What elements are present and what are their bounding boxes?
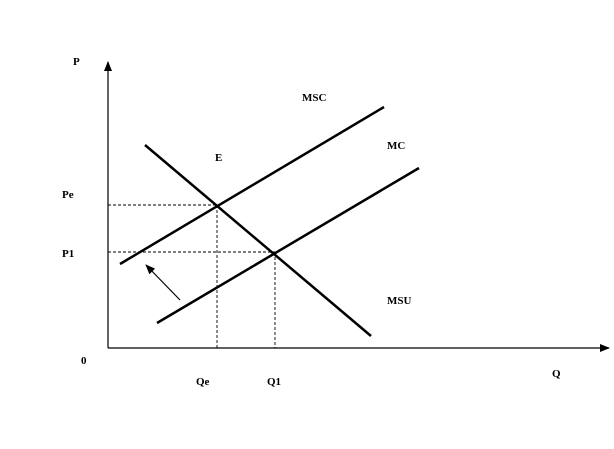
qe-label: Qe: [196, 376, 210, 388]
msu-label: MSU: [387, 295, 412, 307]
msc-curve: [119, 105, 385, 266]
y-axis-label: P: [73, 56, 80, 68]
x-axis-label: Q: [552, 368, 561, 380]
msu-curve: [144, 144, 372, 337]
e-label: E: [215, 152, 222, 164]
mc-label: MC: [387, 140, 405, 152]
origin-label: 0: [81, 355, 87, 367]
pe-label: Pe: [62, 189, 74, 201]
msc-label: MSC: [302, 92, 327, 104]
shift-arrow: [145, 264, 181, 301]
p1-label: P1: [62, 248, 74, 260]
q1-label: Q1: [267, 376, 281, 388]
mc-curve: [156, 166, 420, 325]
